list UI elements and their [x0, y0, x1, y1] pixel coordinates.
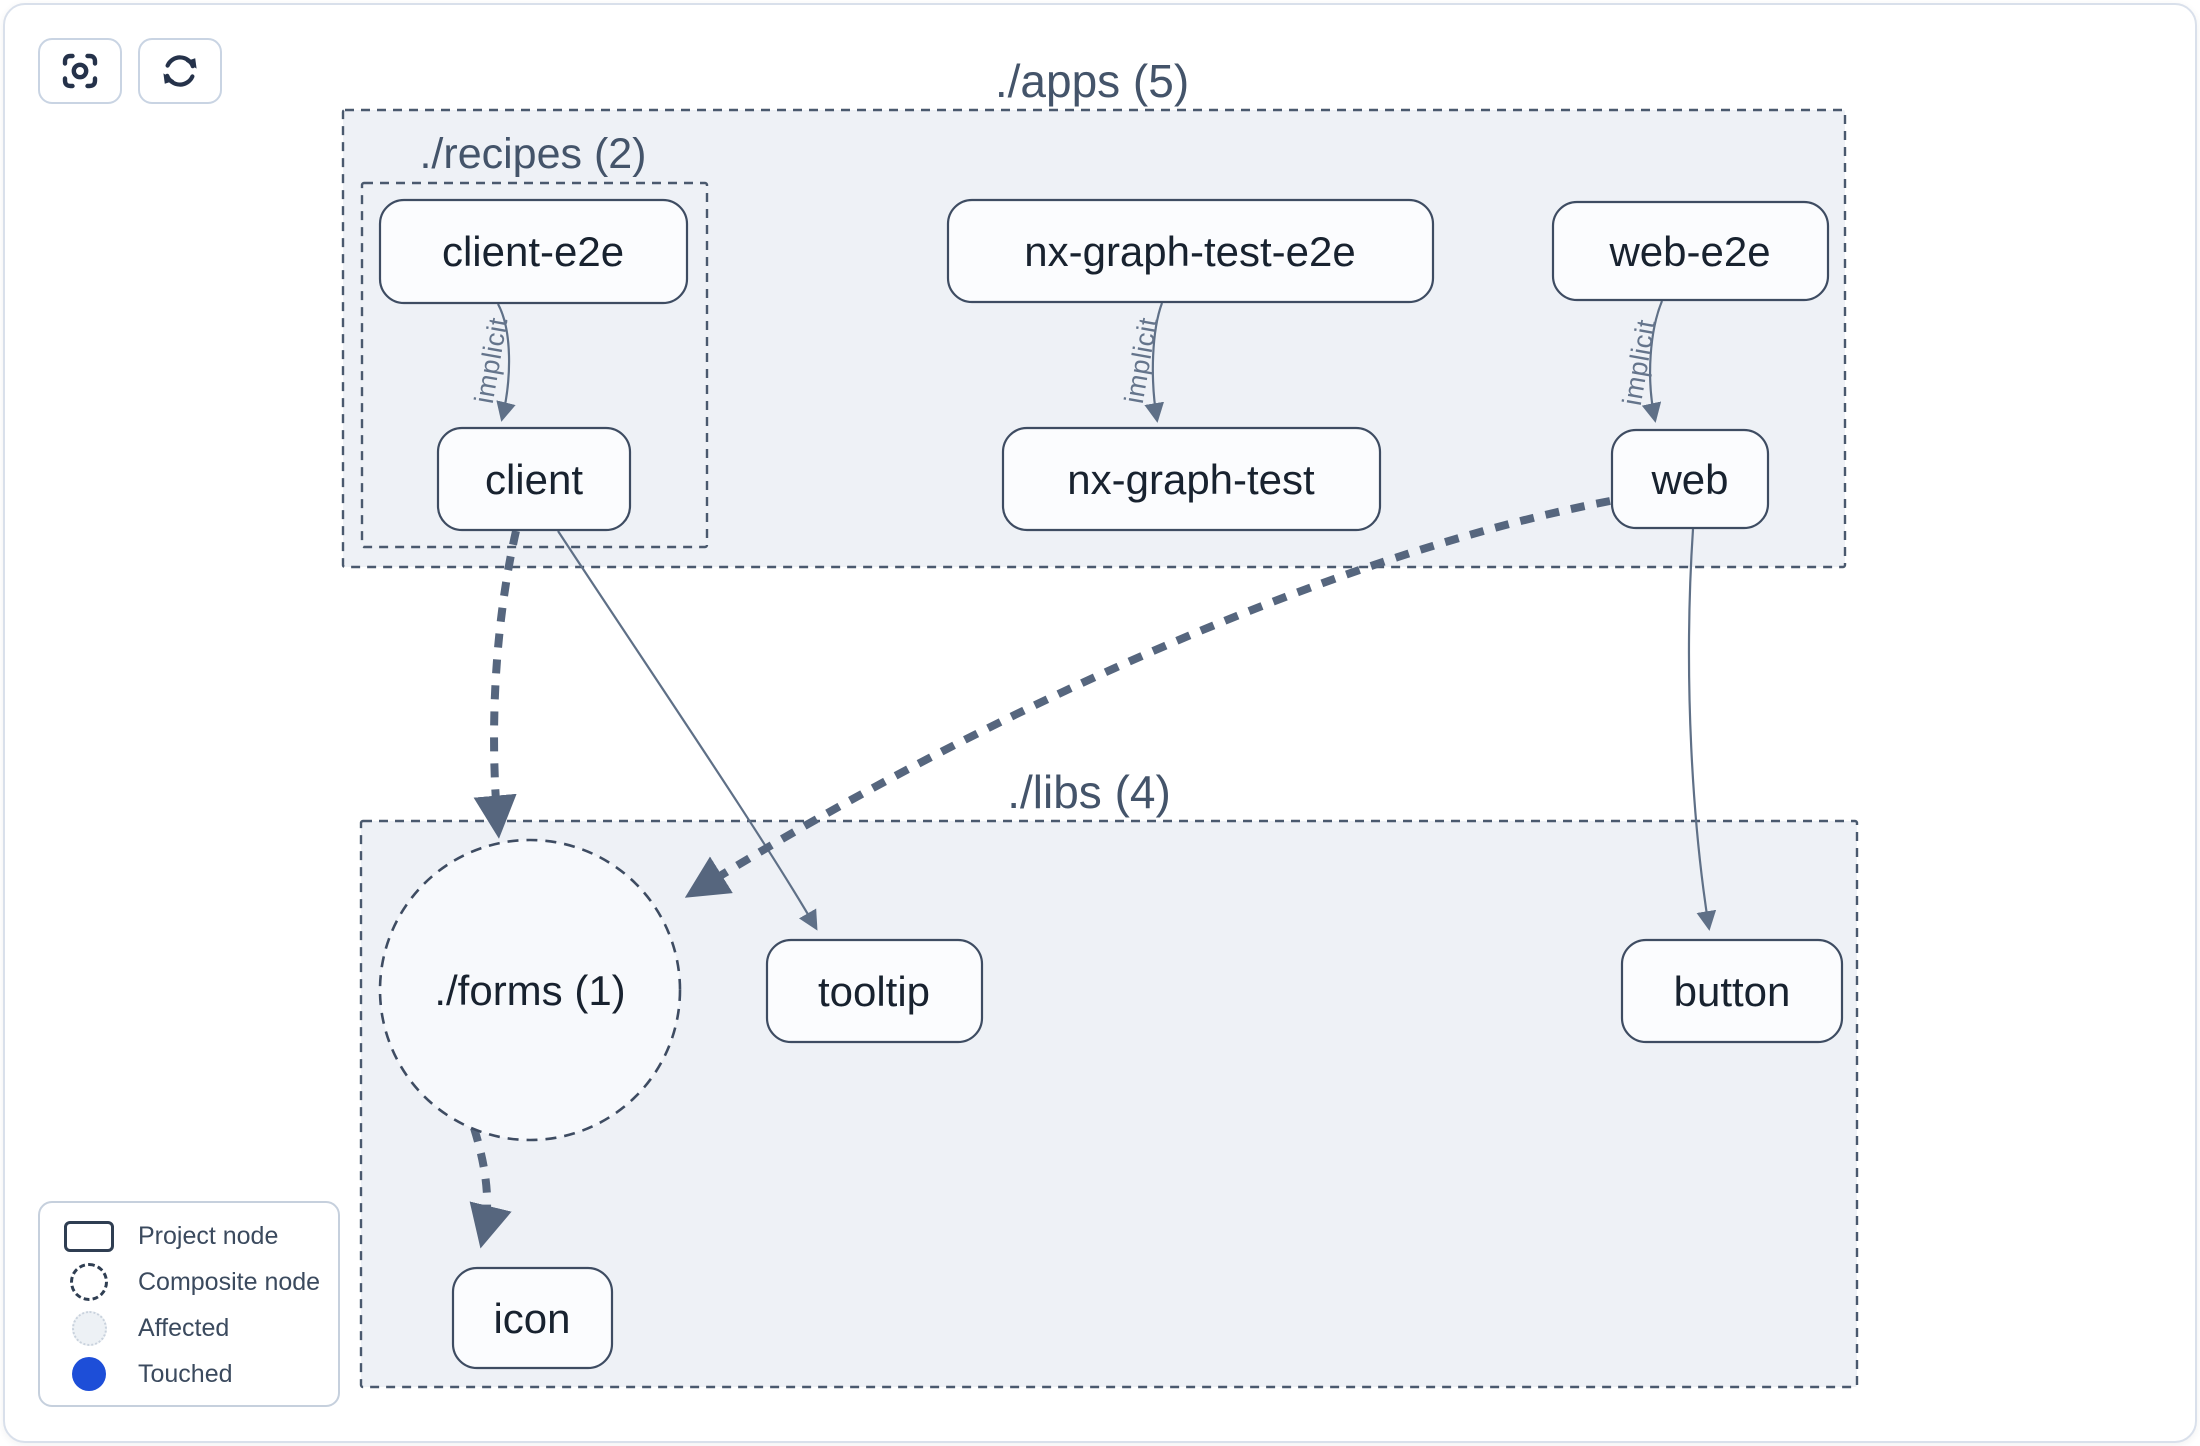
- node-icon[interactable]: icon: [451, 1266, 614, 1370]
- group-recipes-label: ./recipes (2): [419, 130, 646, 178]
- edge-client-to-forms[interactable]: [473, 530, 520, 839]
- legend-label: Project node: [138, 1221, 279, 1250]
- node-client[interactable]: client: [436, 426, 632, 532]
- edge-web-to-button[interactable]: [1687, 528, 1717, 931]
- edge-nx-graph-test-e2e-to-nx-graph-test[interactable]: [1144, 302, 1165, 423]
- svg-text:nx-graph-test-e2e: nx-graph-test-e2e: [1024, 228, 1356, 275]
- edge-web-to-forms[interactable]: [684, 497, 1611, 898]
- focus-icon: [62, 53, 98, 89]
- node-tooltip[interactable]: tooltip: [765, 938, 984, 1044]
- svg-text:button: button: [1674, 968, 1791, 1015]
- project-node-swatch: [64, 1220, 114, 1252]
- svg-text:client-e2e: client-e2e: [442, 228, 624, 275]
- refresh-icon: [163, 55, 197, 87]
- legend-item-composite-node: Composite node: [40, 1259, 338, 1305]
- node-nx-graph-test-e2e[interactable]: nx-graph-test-e2e: [946, 198, 1435, 304]
- group-libs: [359, 819, 1859, 1389]
- edge-client-to-tooltip[interactable]: [557, 530, 818, 931]
- svg-text:icon: icon: [493, 1295, 570, 1342]
- composite-node-circle[interactable]: [378, 838, 682, 1142]
- svg-text:web-e2e: web-e2e: [1608, 228, 1770, 275]
- refresh-graph-button[interactable]: [138, 38, 222, 104]
- node-button[interactable]: button: [1620, 938, 1844, 1044]
- edge-client-e2e-to-client[interactable]: [496, 303, 516, 422]
- legend: Project node Composite node Affected Tou…: [38, 1201, 340, 1407]
- node-web-e2e[interactable]: web-e2e: [1551, 200, 1830, 302]
- node-nx-graph-test[interactable]: nx-graph-test: [1001, 426, 1382, 532]
- toolbar: [38, 38, 222, 104]
- touched-swatch: [72, 1357, 106, 1391]
- composite-node-swatch: [70, 1263, 108, 1301]
- legend-item-affected: Affected: [40, 1305, 338, 1351]
- affected-swatch: [71, 1310, 107, 1346]
- node-web[interactable]: web: [1610, 428, 1770, 530]
- composite-node-forms[interactable]: ./forms (1): [378, 838, 682, 1142]
- legend-label: Touched: [138, 1359, 233, 1388]
- svg-text:tooltip: tooltip: [818, 968, 930, 1015]
- composite-node-label: ./forms (1): [434, 967, 625, 1014]
- svg-text:nx-graph-test: nx-graph-test: [1067, 456, 1315, 503]
- legend-item-project-node: Project node: [40, 1213, 338, 1259]
- edge-web-e2e-to-web[interactable]: [1641, 300, 1664, 423]
- legend-label: Composite node: [138, 1267, 321, 1296]
- group-libs-label: ./libs (4): [1007, 766, 1171, 818]
- group-apps: [341, 108, 1847, 569]
- center-graph-button[interactable]: [38, 38, 122, 104]
- group-apps-label: ./apps (5): [995, 55, 1189, 107]
- legend-label: Affected: [138, 1313, 230, 1342]
- legend-item-touched: Touched: [40, 1351, 338, 1397]
- svg-text:client: client: [485, 456, 583, 503]
- svg-text:web: web: [1650, 456, 1728, 503]
- node-client-e2e[interactable]: client-e2e: [378, 198, 689, 305]
- edge-forms-to-icon[interactable]: [469, 1126, 512, 1249]
